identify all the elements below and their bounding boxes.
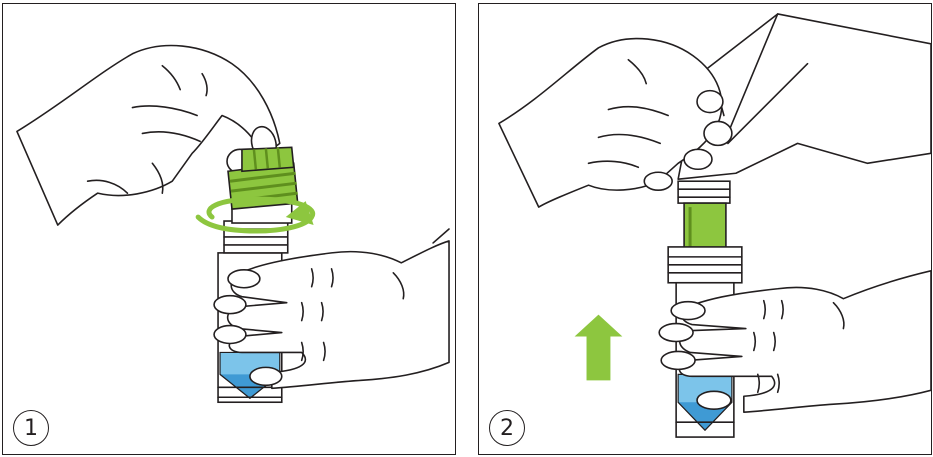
upper-hand [498, 37, 733, 208]
swab-wrapper [677, 13, 931, 181]
step-number-badge-1: 1 [13, 410, 49, 446]
step-2-illustration [498, 13, 931, 438]
step-1-illustration [16, 44, 450, 404]
lower-hand [213, 228, 450, 390]
rotate-arrow-icon [195, 196, 316, 234]
swab-collar [677, 180, 731, 204]
step-number-badge-2: 2 [489, 410, 525, 446]
step-panel-2: 2 [478, 3, 932, 455]
lower-hand [658, 270, 931, 413]
up-arrow-icon [574, 314, 623, 381]
step-panel-1: 1 [2, 3, 456, 455]
